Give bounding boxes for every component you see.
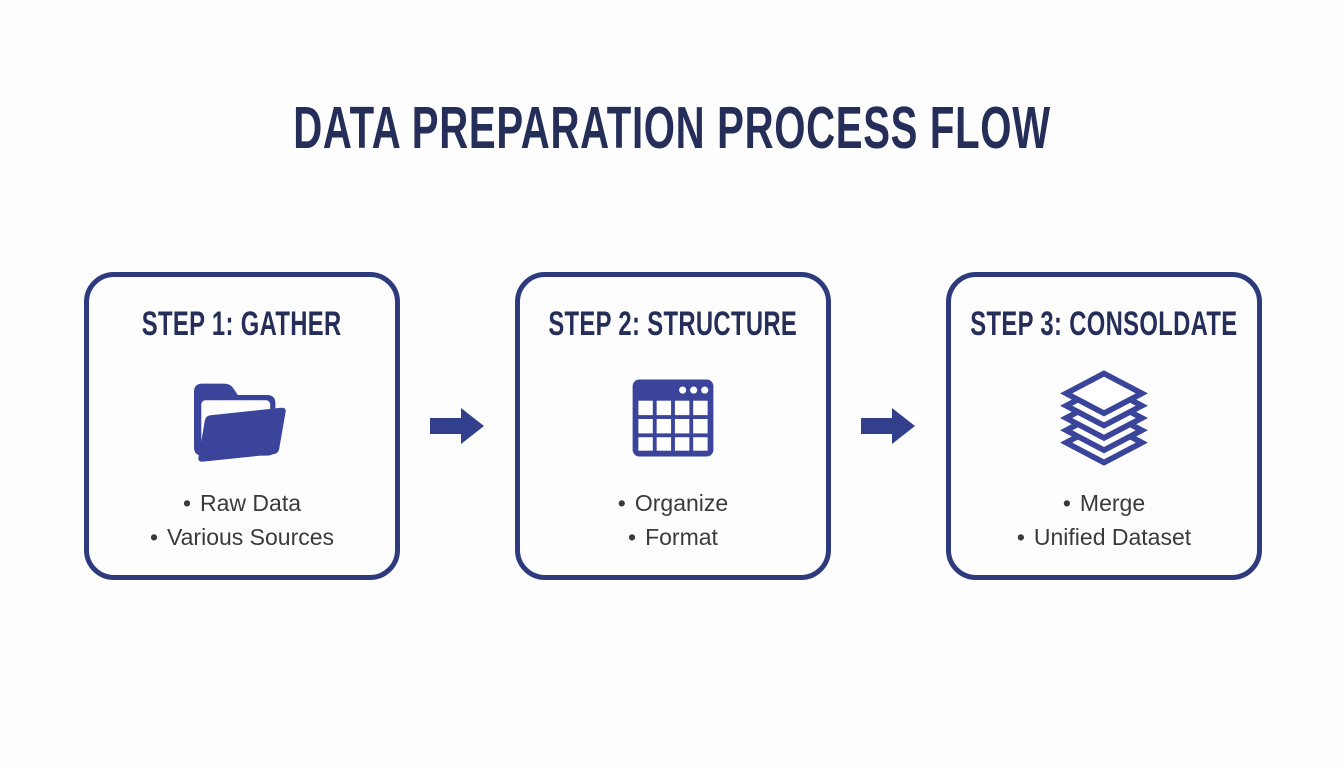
page-title: DATA PREPARATION PROCESS FLOW bbox=[293, 95, 1051, 161]
bullet-text: Unified Dataset bbox=[1033, 524, 1192, 550]
step-bullets: • Merge • Unified Dataset bbox=[1017, 486, 1191, 554]
process-flow-row: STEP 1: GATHER • Raw Data • Various Source… bbox=[84, 272, 1262, 580]
step-bullets: • Raw Data • Various Sources bbox=[150, 486, 334, 554]
bullet-marker: • bbox=[617, 490, 626, 516]
bullet-text: Format bbox=[645, 524, 718, 550]
table-grid-icon bbox=[623, 366, 723, 470]
step-title: STEP 1: GATHER bbox=[142, 305, 342, 343]
bullet-item: • Raw Data bbox=[150, 486, 334, 520]
bullet-item: • Merge bbox=[1017, 486, 1191, 520]
step-title: STEP 3: CONSOLDATE bbox=[970, 305, 1238, 343]
bullet-text: Raw Data bbox=[200, 490, 302, 516]
bullet-marker: • bbox=[149, 524, 158, 550]
bullet-text: Organize bbox=[634, 490, 729, 516]
step-bullets: • Organize • Format bbox=[618, 486, 728, 554]
layers-stack-icon bbox=[1051, 366, 1157, 470]
step-title: STEP 2: STRUCTURE bbox=[548, 305, 798, 343]
bullet-marker: • bbox=[1016, 524, 1025, 550]
bullet-marker: • bbox=[628, 524, 637, 550]
bullet-text: Merge bbox=[1079, 490, 1146, 516]
bullet-marker: • bbox=[1062, 490, 1071, 516]
step-card-gather: STEP 1: GATHER • Raw Data • Various Source… bbox=[84, 272, 400, 580]
folder-icon bbox=[187, 366, 297, 470]
bullet-marker: • bbox=[182, 490, 192, 516]
arrow-right-icon bbox=[429, 406, 486, 446]
step-card-structure: STEP 2: STRUCTURE • Organize bbox=[515, 272, 831, 580]
bullet-text: Various Sources bbox=[167, 524, 335, 550]
bullet-item: • Unified Dataset bbox=[1017, 520, 1191, 554]
bullet-item: • Format bbox=[618, 520, 728, 554]
arrow-right-icon bbox=[860, 406, 917, 446]
bullet-item: • Organize bbox=[618, 486, 728, 520]
bullet-item: • Various Sources bbox=[150, 520, 334, 554]
step-card-consolidate: STEP 3: CONSOLDATE • Merge • bbox=[946, 272, 1262, 580]
